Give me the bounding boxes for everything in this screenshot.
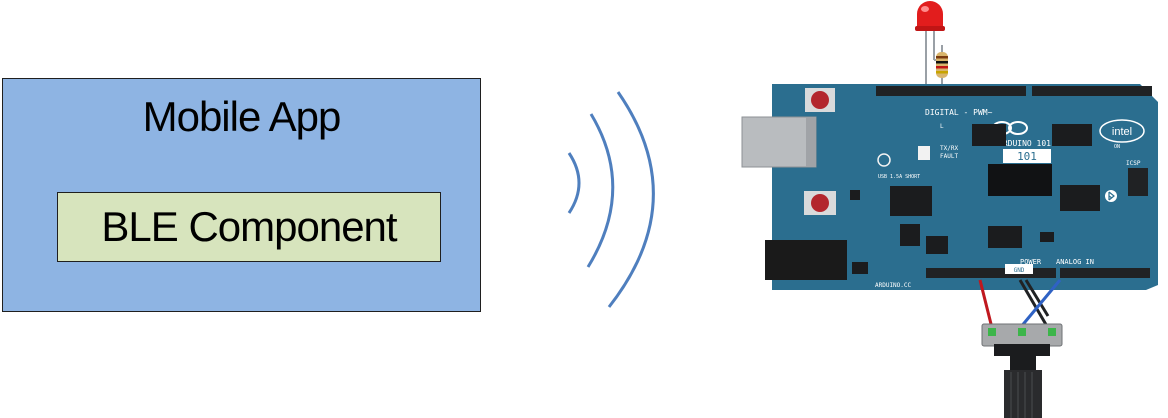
chip: [918, 146, 930, 160]
reset-button: [805, 88, 835, 112]
analog-in-label: ANALOG IN: [1056, 258, 1094, 266]
mobile-app-title: Mobile App: [142, 93, 342, 140]
led-icon: [915, 1, 945, 92]
wave-arc-large: [607, 91, 655, 308]
chip: [850, 190, 860, 200]
tx-rx-label: TX/RX: [940, 145, 958, 152]
intel-logo: intel: [1099, 119, 1145, 143]
digital-header-left: [876, 86, 1026, 96]
arduino-board-illustration: DIGITAL - PWM~ ARDUINO 101 101 intel ICS…: [741, 1, 1158, 418]
bluetooth-icon: [1105, 190, 1117, 202]
potentiometer-icon: [981, 323, 1063, 418]
chip: [852, 262, 868, 274]
digital-header-label: DIGITAL - PWM~: [925, 108, 993, 117]
l-led-label: L: [940, 123, 944, 130]
gnd-label: GND: [1014, 267, 1025, 274]
board-name: ARDUINO 101: [998, 139, 1051, 148]
ble-component-label: BLE Component: [101, 203, 397, 250]
intel-label: intel: [1112, 126, 1132, 138]
chip: [988, 226, 1022, 248]
radio-wave-icon: [567, 91, 655, 308]
power-label: POWER: [1020, 258, 1042, 266]
ble-component-box: BLE Component: [57, 192, 441, 262]
chip: [1040, 232, 1054, 242]
chip: [890, 186, 932, 216]
power-header: [926, 268, 1056, 278]
mobile-app-box: Mobile App BLE Component: [2, 78, 481, 312]
icsp-header: [1128, 168, 1148, 196]
digital-header-right: [1032, 86, 1152, 96]
wires: [978, 279, 1062, 329]
chip: [926, 236, 948, 254]
usb-connector: [741, 116, 817, 168]
chip: [1052, 124, 1092, 146]
power-jack: [765, 240, 847, 280]
chip: [972, 124, 1006, 146]
wave-arc-small: [567, 152, 581, 214]
wave-arc-medium: [586, 113, 615, 268]
board-model: 101: [1017, 150, 1037, 163]
chip: [1060, 185, 1100, 211]
vendor-label: ARDUINO.CC: [875, 282, 912, 289]
master-reset-button: [804, 191, 836, 215]
analog-header: [1060, 268, 1150, 278]
on-label: ON: [1114, 144, 1120, 150]
icsp-label: ICSP: [1126, 160, 1141, 167]
chip: [988, 164, 1052, 196]
arduino-logo: ARDUINO 101 101: [992, 121, 1051, 163]
fault-label: FAULT: [940, 153, 958, 160]
chip: [900, 224, 920, 246]
usb-short-label: USB 1.5A SHORT: [878, 174, 920, 180]
